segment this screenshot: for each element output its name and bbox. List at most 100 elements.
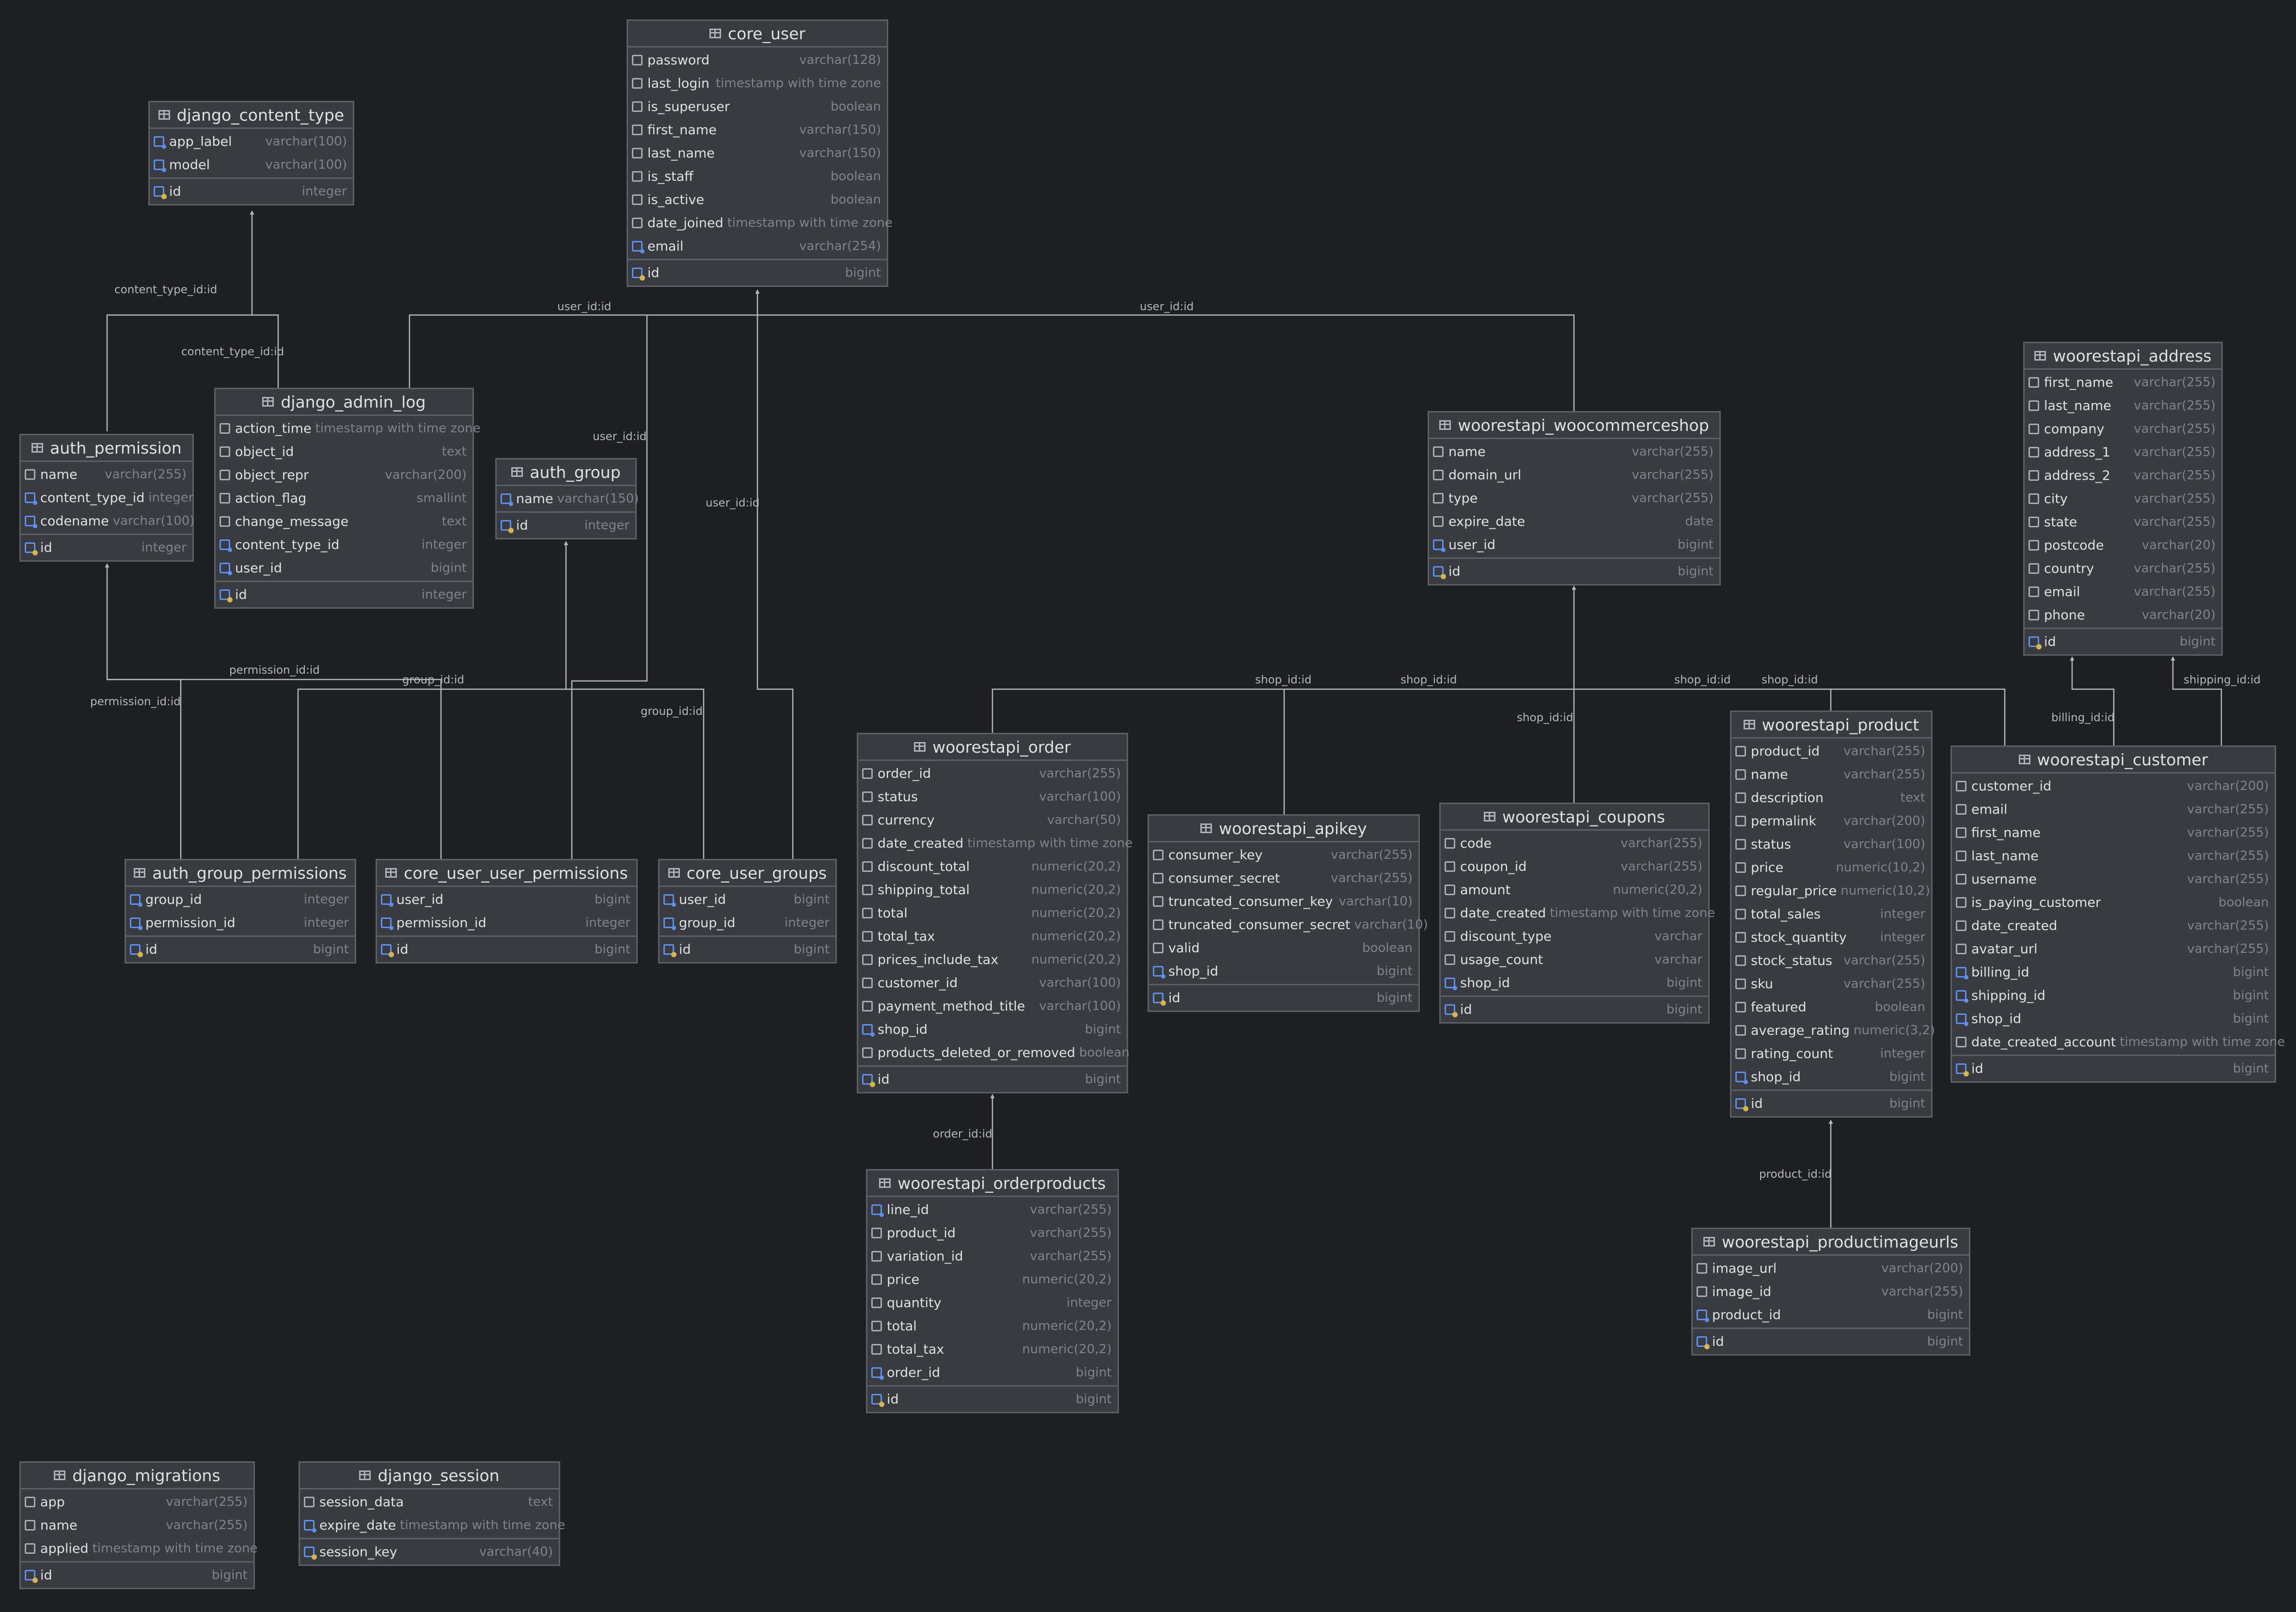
table-header[interactable]: django_session [300, 1463, 559, 1489]
table-header[interactable]: django_migrations [21, 1463, 253, 1489]
table-header[interactable]: woorestapi_productimageurls [1693, 1229, 1969, 1256]
table-header[interactable]: woorestapi_customer [1952, 747, 2275, 774]
table-header[interactable]: woorestapi_order [858, 734, 1127, 761]
table-header[interactable]: auth_group_permissions [126, 860, 355, 887]
table-header[interactable]: core_user_user_permissions [377, 860, 636, 887]
table-header[interactable]: core_user [628, 21, 887, 47]
